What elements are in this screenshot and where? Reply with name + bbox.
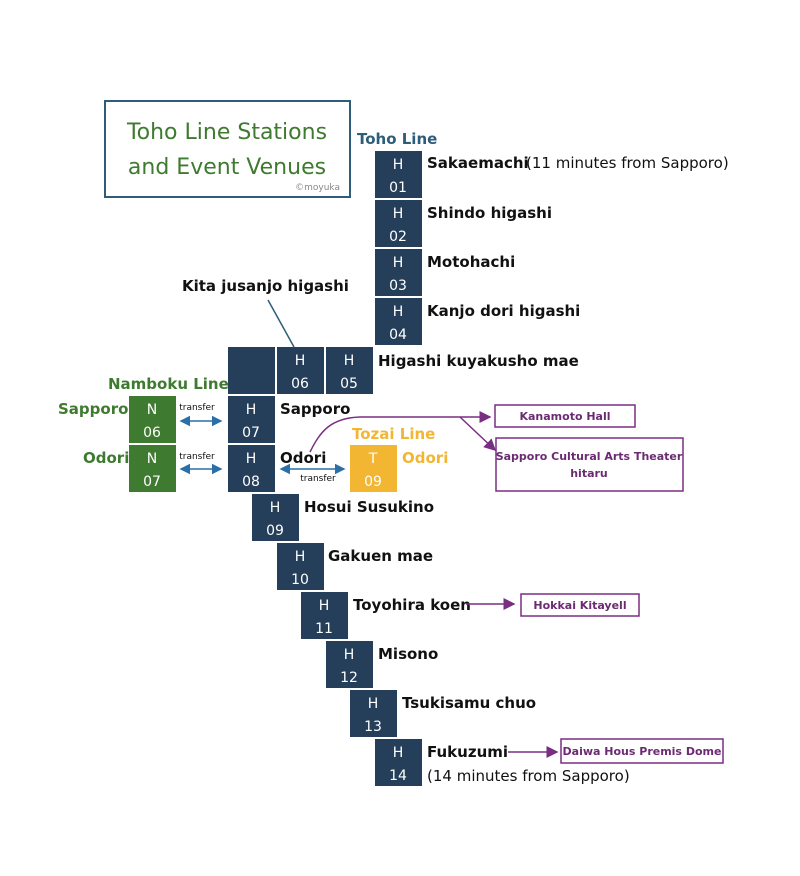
station-h03: H 03 Motohachi [375,249,515,296]
station-number: 11 [315,621,333,637]
station-letter: H [368,696,379,712]
station-name: Odori [83,449,129,467]
station-letter: H [393,206,404,222]
station-letter: H [393,745,404,761]
station-number: 05 [340,376,358,392]
station-number: 02 [389,229,407,245]
station-letter: H [319,598,330,614]
station-h01: H 01 Sakaemachi (11 minutes from Sapporo… [375,151,729,198]
station-name: Gakuen mae [328,547,433,565]
station-name: Toyohira koen [353,596,471,614]
station-h12: H 12 Misono [326,641,438,688]
station-number: 07 [143,474,161,490]
station-name: Shindo higashi [427,204,552,222]
title-box: Toho Line Stations and Event Venues ©moy… [104,100,351,198]
transfer-label: transfer [179,403,215,413]
station-letter: H [393,255,404,271]
line-connector-block [228,347,275,394]
station-note: (11 minutes from Sapporo) [526,154,729,172]
transfer-odori-tozai: transfer [279,463,346,484]
station-name: Odori [280,449,326,467]
station-number: 04 [389,327,407,343]
station-name: Kanjo dori higashi [427,302,580,320]
venue-daiwa-dome: Daiwa Hous Premis Dome [560,738,724,764]
station-letter: H [344,647,355,663]
station-letter: T [368,451,378,467]
station-letter: N [147,402,157,418]
station-number: 09 [364,474,382,490]
station-letter: H [270,500,281,516]
station-letter: H [295,353,306,369]
station-name: Motohachi [427,253,515,271]
credit: ©moyuka [295,183,340,193]
station-h07: H 07 Sapporo [228,396,350,443]
station-letter: H [246,451,257,467]
station-number: 06 [143,425,161,441]
venue-name-line2: hitaru [570,467,608,480]
toho-line-label: Toho Line [357,130,437,148]
venue-name-line1: Sapporo Cultural Arts Theater [496,450,683,463]
venue-name: Hokkai Kitayell [533,599,626,612]
station-h14: H 14 Fukuzumi (14 minutes from Sapporo) [375,739,630,786]
station-letter: H [393,304,404,320]
station-name: Sakaemachi [427,154,529,172]
venue-name: Kanamoto Hall [519,410,610,423]
station-name: Higashi kuyakusho mae [378,352,579,370]
venue-arrow-kanamoto [309,411,492,453]
station-number: 09 [266,523,284,539]
station-note: (14 minutes from Sapporo) [427,767,630,785]
station-number: 13 [364,719,382,735]
station-number: 12 [340,670,358,686]
namboku-line-label: Namboku Line [108,375,229,393]
title-line2: and Event Venues [128,155,326,180]
venue-hitaru: Sapporo Cultural Arts Theater hitaru [495,437,684,492]
station-h08: H 08 Odori [228,445,326,492]
station-number: 06 [291,376,309,392]
station-n06: N 06 Sapporo [58,396,176,443]
station-name: Sapporo [58,400,128,418]
station-number: 14 [389,768,407,784]
station-h11: H 11 Toyohira koen [301,592,471,639]
station-n07: N 07 Odori [83,445,176,492]
station-name: Hosui Susukino [304,498,434,516]
station-letter: H [393,157,404,173]
station-name-h06: Kita jusanjo higashi [182,277,349,295]
station-number: 01 [389,180,407,196]
station-name: Odori [402,449,448,467]
title-line1: Toho Line Stations [126,120,327,145]
station-name: Sapporo [280,400,350,418]
station-number: 08 [242,474,260,490]
station-h02: H 02 Shindo higashi [375,200,552,247]
station-h06: H 06 [277,347,324,394]
venue-name: Daiwa Hous Premis Dome [563,745,722,758]
station-letter: H [246,402,257,418]
station-letter: N [147,451,157,467]
transfer-odori-namboku: transfer [179,452,223,475]
transfer-label: transfer [300,474,336,484]
station-h04: H 04 Kanjo dori higashi [375,298,580,345]
station-name: Tsukisamu chuo [402,694,536,712]
transfer-sapporo: transfer [179,403,223,427]
station-h09: H 09 Hosui Susukino [252,494,434,541]
station-h13: H 13 Tsukisamu chuo [350,690,536,737]
station-number: 03 [389,278,407,294]
station-number: 07 [242,425,260,441]
venue-hokkai-kitayell: Hokkai Kitayell [520,593,640,617]
station-h05: H 05 Higashi kuyakusho mae [326,347,579,394]
station-letter: H [295,549,306,565]
station-number: 10 [291,572,309,588]
venue-arrow-hitaru [459,416,497,452]
venue-kanamoto-hall: Kanamoto Hall [494,404,636,428]
station-name: Misono [378,645,438,663]
station-t09: T 09 Odori [350,445,448,492]
station-name: Fukuzumi [427,743,508,761]
callout-line [267,299,295,348]
station-h10: H 10 Gakuen mae [277,543,433,590]
station-letter: H [344,353,355,369]
tozai-line-label: Tozai Line [352,425,435,443]
transfer-label: transfer [179,452,215,462]
